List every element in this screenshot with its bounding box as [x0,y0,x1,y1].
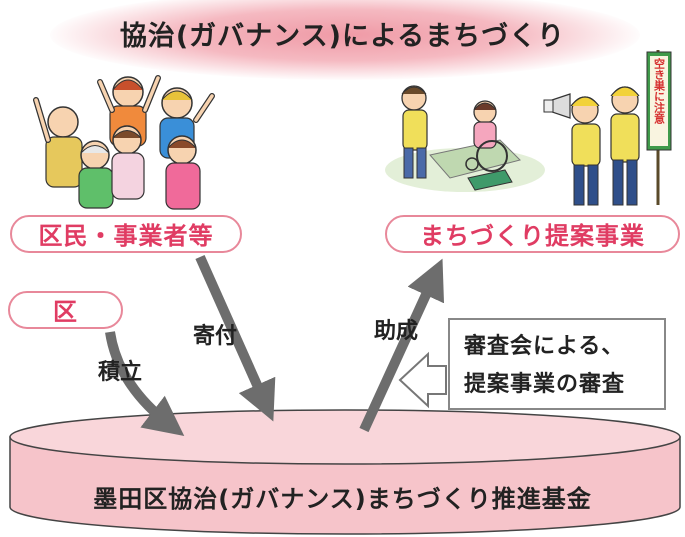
banner-text: 空き巣に注意 [653,57,667,125]
donation-arrow [195,254,276,422]
review-arrow [398,351,447,409]
node-citizens: 区民・事業者等 [10,215,242,253]
review-box: 審査会による、 提案事業の審査 [448,318,666,410]
label-reserve: 積立 [98,360,143,385]
node-proposal-projects: まちづくり提案事業 [385,215,680,253]
reserve-arrow [105,331,185,436]
title-glow [50,0,640,80]
fund-cylinder [9,409,681,535]
review-line-2: 提案事業の審査 [464,372,626,397]
subsidy-arrow [359,258,445,433]
label-donation: 寄付 [193,324,238,349]
fund-label: 墨田区協治(ガバナンス)まちづくり推進基金 [93,485,592,513]
community-activities-icon [385,50,672,206]
cheering-crowd-icon [33,75,215,210]
label-subsidy: 助成 [374,319,419,344]
node-ward: 区 [8,291,123,329]
page-title: 協治(ガバナンス)によるまちづくり [119,21,566,52]
review-line-1: 審査会による、 [464,334,625,359]
